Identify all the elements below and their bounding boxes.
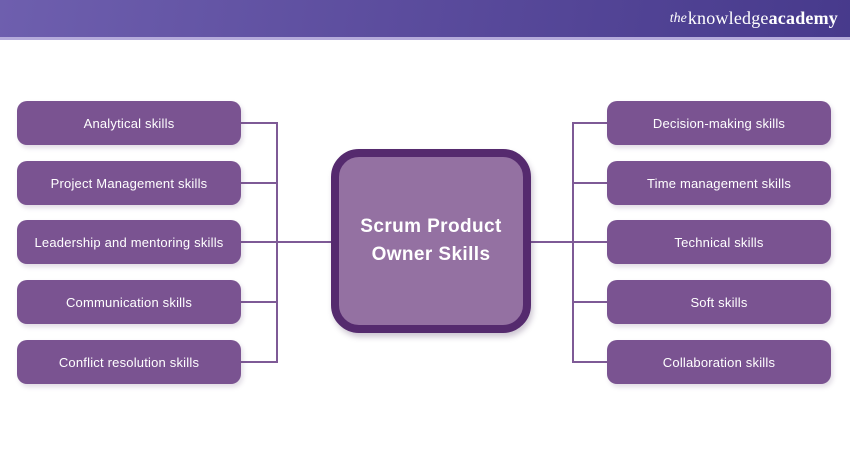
central-topic-node: Scrum Product Owner Skills [331,149,531,333]
skill-node-conflict-resolution: Conflict resolution skills [17,340,241,384]
connector-right-stub-1 [573,122,607,124]
connector-right-stub-2 [573,182,607,184]
skill-node-leadership-mentoring: Leadership and mentoring skills [17,220,241,264]
connector-left-stub-1 [241,122,277,124]
skill-node-technical: Technical skills [607,220,831,264]
connector-right-stub-4 [573,301,607,303]
skill-node-decision-making: Decision-making skills [607,101,831,145]
connector-right-main [531,241,574,243]
connector-left-stub-2 [241,182,277,184]
header-divider [0,37,850,40]
connector-right-stub-3 [573,241,607,243]
connector-left-stub-3 [241,241,277,243]
logo-word-academy: academy [768,8,838,28]
connector-left-main [276,241,331,243]
logo-word-knowledge: knowledge [687,8,769,28]
logo-word-the: the [669,10,687,26]
skill-node-project-management: Project Management skills [17,161,241,205]
skill-node-collaboration: Collaboration skills [607,340,831,384]
skill-node-analytical: Analytical skills [17,101,241,145]
connector-right-stub-5 [573,361,607,363]
skill-node-time-management: Time management skills [607,161,831,205]
connector-left-stub-4 [241,301,277,303]
skill-node-soft: Soft skills [607,280,831,324]
connector-left-stub-5 [241,361,277,363]
skill-node-communication: Communication skills [17,280,241,324]
